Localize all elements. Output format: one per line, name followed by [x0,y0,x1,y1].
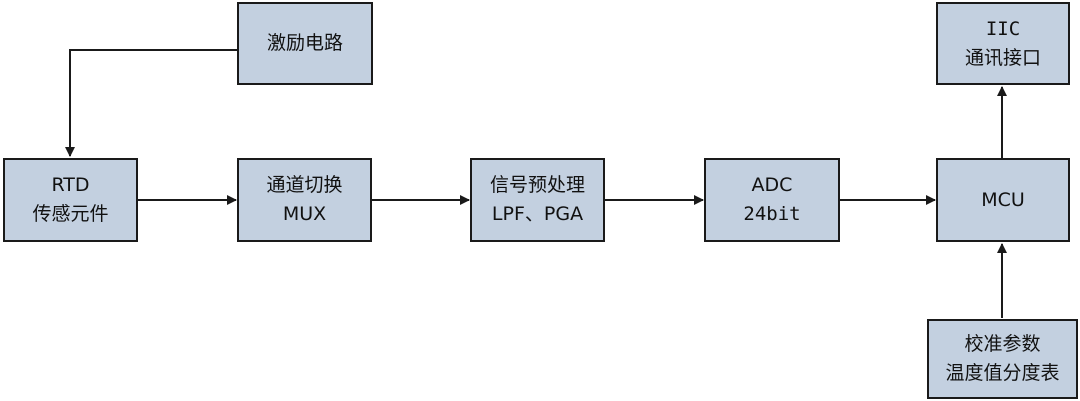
signal-preprocess-label-1: 信号预处理 [489,174,585,196]
signal-preprocess-label-2: LPF、PGA [491,203,584,225]
arrow-excitation-to-rtd [65,49,237,157]
mux-block: 通道切换 MUX [237,158,372,242]
mux-label-2: MUX [282,203,327,225]
excitation-circuit-label: 激励电路 [266,32,343,54]
iic-label-1: IIC [985,17,1021,40]
rtd-sensor-label-2: 传感元件 [32,203,109,225]
excitation-circuit-block: 激励电路 [237,2,373,85]
iic-interface-block: IIC 通讯接口 [936,2,1070,85]
calibration-label-2: 温度值分度表 [945,362,1060,384]
rtd-sensor-label-1: RTD [51,174,90,196]
adc-label-1: ADC [751,174,793,196]
rtd-sensor-block: RTD 传感元件 [3,158,138,242]
iic-label-2: 通讯接口 [964,46,1041,69]
mcu-block: MCU [936,158,1070,242]
calibration-table-block: 校准参数 温度值分度表 [927,319,1078,399]
adc-label-2: 24bit [743,203,801,225]
adc-block: ADC 24bit [704,158,840,242]
mux-label-1: 通道切换 [266,174,343,196]
calibration-label-1: 校准参数 [964,333,1041,355]
mcu-label: MCU [981,188,1025,211]
signal-preprocess-block: 信号预处理 LPF、PGA [470,158,605,242]
